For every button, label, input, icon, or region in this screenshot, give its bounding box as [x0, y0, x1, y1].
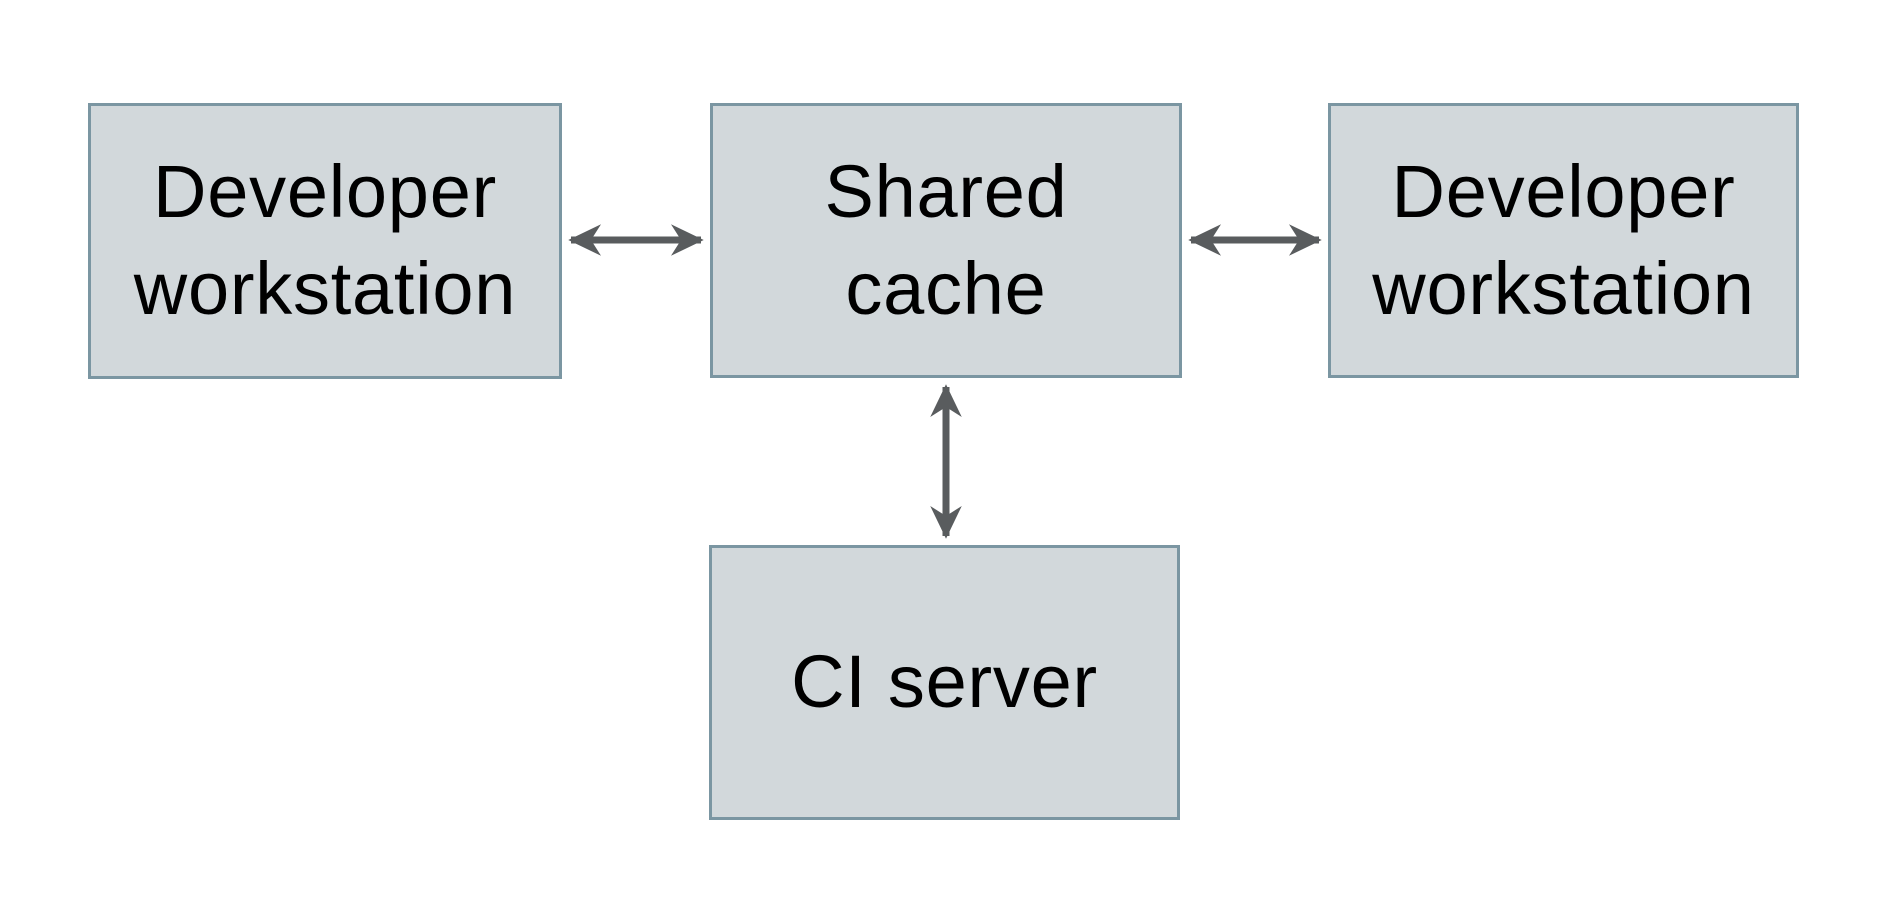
node-shared-cache-label: Shared cache — [824, 149, 1068, 330]
node-ci-server-label: CI server — [791, 640, 1098, 724]
node-developer-workstation-right-label: Developer workstation — [1372, 149, 1755, 330]
node-developer-workstation-left-label: Developer workstation — [133, 150, 517, 330]
node-developer-workstation-left: Developer workstation — [88, 103, 562, 379]
node-shared-cache: Shared cache — [710, 103, 1182, 378]
bidirectional-arrow-cache-workstation-right — [1188, 224, 1322, 256]
node-developer-workstation-right: Developer workstation — [1328, 103, 1799, 378]
bidirectional-arrow-workstation-left-cache — [568, 224, 704, 256]
bidirectional-arrow-cache-ci-server — [930, 384, 962, 539]
node-ci-server: CI server — [709, 545, 1180, 820]
